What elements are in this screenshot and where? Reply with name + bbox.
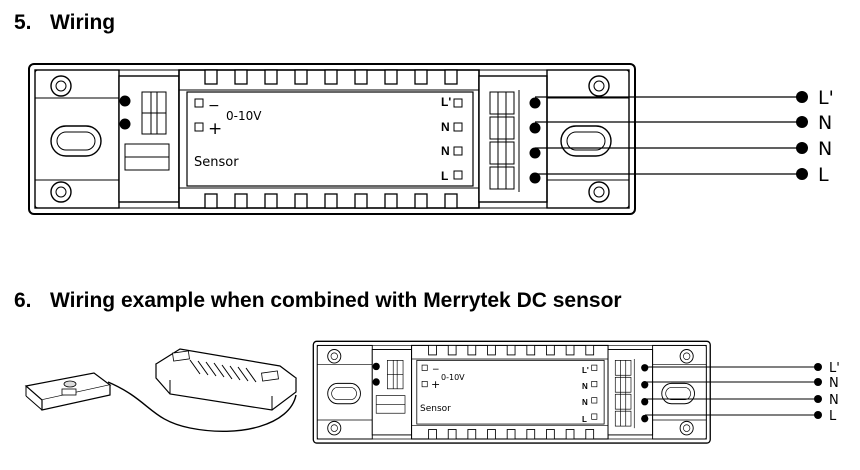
terminal-label-n-2: N xyxy=(441,144,450,158)
control-minus-label: − xyxy=(208,98,220,114)
wire-label-l-prime: L' xyxy=(818,87,834,109)
terminal-label-l-prime: L' xyxy=(441,95,451,109)
driver-housing-example xyxy=(312,340,711,444)
sensor-cable xyxy=(107,381,297,432)
wire-endpoints-example xyxy=(814,363,822,419)
control-range-label: 0-10V xyxy=(226,109,262,123)
wire-label-n-2: N xyxy=(818,138,832,160)
sensor-label-example: Sensor xyxy=(420,404,451,414)
wire-label-l-prime-example: L' xyxy=(829,361,840,376)
section-5-title: Wiring xyxy=(50,11,116,34)
section-6-number: 6. xyxy=(14,289,32,312)
driver-diagram-main: − + 0-10V Sensor L' N N L L' N N L xyxy=(28,63,834,215)
control-range-label-example: 0-10V xyxy=(441,373,465,382)
terminal-label-n-2-example: N xyxy=(582,398,588,407)
driver-housing-main xyxy=(28,63,636,215)
section-5-heading: 5. Wiring xyxy=(14,11,115,35)
wire-label-n-2-example: N xyxy=(829,393,839,408)
terminal-label-l: L xyxy=(441,169,448,183)
control-plus-label-example: + xyxy=(431,378,440,391)
wires-example xyxy=(645,366,818,416)
section-6-title: Wiring example when combined with Merryt… xyxy=(50,289,622,312)
section-5-number: 5. xyxy=(14,11,32,34)
merrytek-sensor-illustration xyxy=(24,348,297,432)
wire-label-n-1: N xyxy=(818,112,832,134)
terminal-label-n-1: N xyxy=(441,120,450,134)
control-minus-label-example: − xyxy=(432,365,440,375)
wire-label-l: L xyxy=(818,164,829,186)
terminal-label-l-prime-example: L' xyxy=(582,366,589,375)
wire-label-l-example: L xyxy=(829,409,837,424)
wires-main xyxy=(535,96,802,175)
terminal-label-n-1-example: N xyxy=(582,382,588,391)
wire-label-n-1-example: N xyxy=(829,376,839,391)
sensor-label: Sensor xyxy=(194,155,239,170)
driver-diagram-example: − + 0-10V Sensor L' N N L L' N N L xyxy=(312,340,840,444)
wire-endpoints-main xyxy=(796,91,808,180)
terminal-label-l-example: L xyxy=(582,415,587,424)
section-6-heading: 6. Wiring example when combined with Merr… xyxy=(14,289,622,313)
control-plus-label: + xyxy=(208,119,222,139)
